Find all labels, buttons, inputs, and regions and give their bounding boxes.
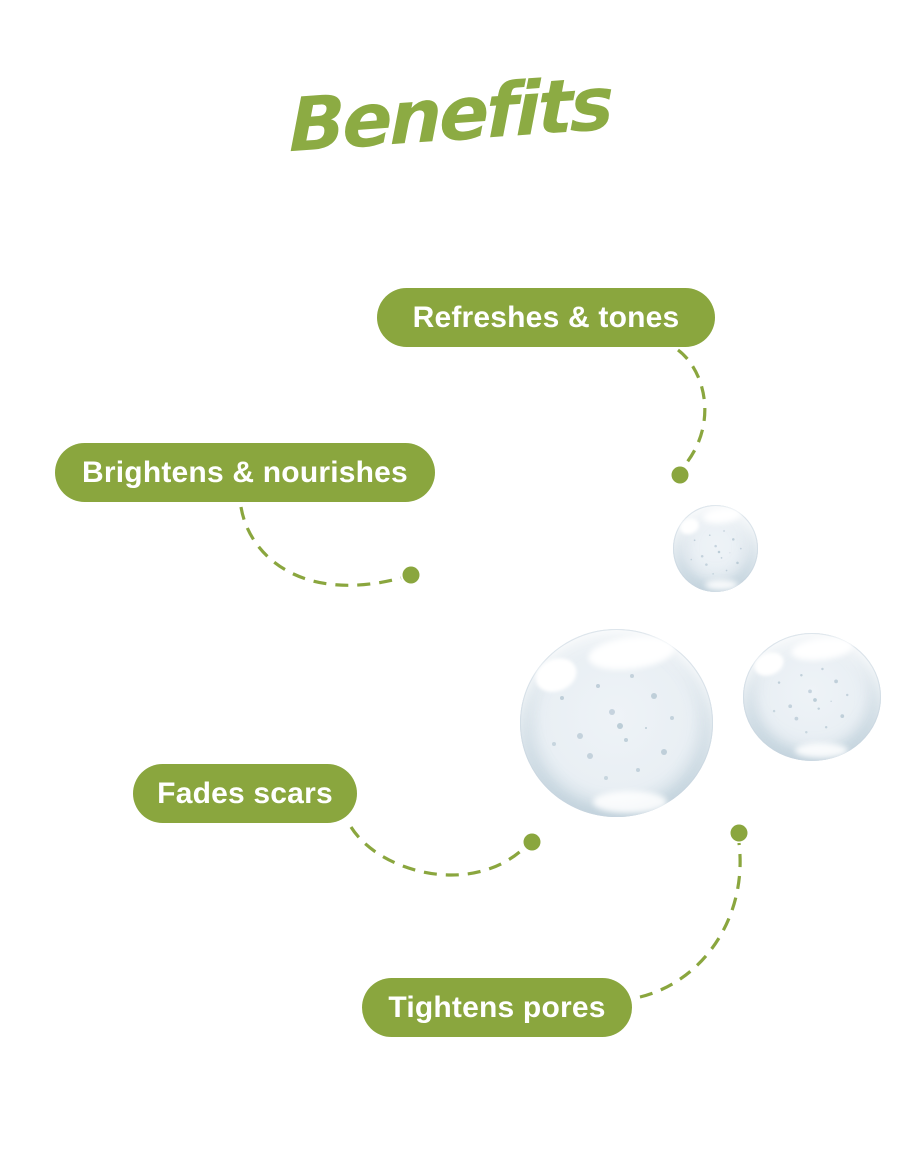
connector-dot-brightens-nourishes [402,566,420,584]
benefit-pill-brightens-nourishes: Brightens & nourishes [55,443,435,502]
bubble-highlight [530,652,583,698]
connector-dot-fades-scars [523,833,541,851]
bubble-speckles [813,698,817,702]
connector-brightens-nourishes [239,506,402,587]
benefit-label: Refreshes & tones [412,300,680,334]
bubble-speckles [616,723,623,729]
benefit-pill-refreshes-tones: Refreshes & tones [377,288,715,347]
benefit-label: Brightens & nourishes [82,455,408,489]
connector-tightens-pores [639,842,742,999]
bubble-highlight [795,743,848,759]
bubble-highlight [751,648,788,681]
benefit-pill-tightens-pores: Tightens pores [362,978,632,1037]
gel-bubble-small [673,505,758,592]
bubble-speckles [717,550,720,553]
bubble-highlight [790,634,855,664]
gel-bubble-large [520,629,713,817]
bubble-highlight [593,790,667,814]
benefit-label: Fades scars [157,776,333,810]
connector-dot-tightens-pores [730,824,748,842]
connector-dot-refreshes-tones [671,466,689,484]
benefit-label: Tightens pores [388,990,606,1024]
bubble-highlight [677,515,701,537]
benefit-pill-fades-scars: Fades scars [133,764,357,823]
bubble-highlight [701,506,742,526]
connector-refreshes-tones [677,348,707,468]
gel-bubble-medium [743,633,881,761]
bubble-highlight [705,579,738,591]
connector-fades-scars [349,826,525,877]
page-title: Benefits [289,60,611,169]
bubble-highlight [585,631,677,674]
